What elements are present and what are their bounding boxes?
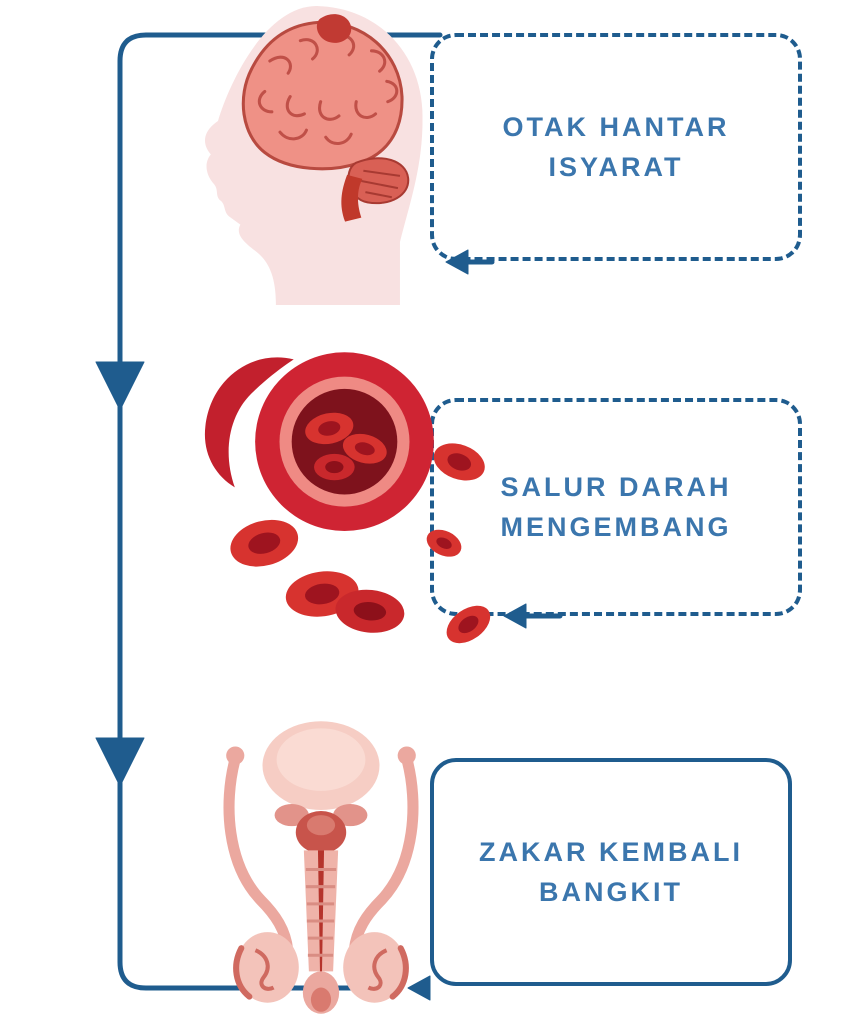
- reproductive-system-illustration: [205, 712, 437, 1017]
- pointer-arrow-icon: [407, 975, 431, 1001]
- testis-left-detail: [254, 948, 275, 991]
- duct-tip-right: [397, 746, 416, 765]
- column-ridges: [305, 868, 337, 957]
- red-blood-cell: [314, 453, 355, 481]
- vas-deferens-right: [348, 753, 419, 956]
- brain-illustration: [168, 0, 453, 305]
- pointer-arrow-icon: [445, 249, 469, 275]
- pointer-arrow-icon: [503, 603, 527, 629]
- step2-label-line1: SALUR DARAH: [500, 471, 732, 502]
- step1-label-box: OTAK HANTAR ISYARAT: [430, 33, 802, 261]
- step1-label-line2: ISYARAT: [548, 151, 684, 182]
- step2-label-line2: MENGEMBANG: [500, 511, 732, 542]
- step3-label-box: ZAKAR KEMBALI BANGKIT: [430, 758, 792, 986]
- step1-label-line1: OTAK HANTAR: [502, 111, 730, 142]
- brain-shape: [241, 20, 404, 171]
- vessel-tail: [204, 357, 294, 488]
- epididymis-right: [389, 945, 409, 1000]
- step2-label-box: SALUR DARAH MENGEMBANG: [430, 398, 802, 616]
- vas-deferens-left: [223, 753, 294, 956]
- epididymis-left: [233, 945, 253, 1000]
- cerebellum-lines: [361, 169, 401, 199]
- brain-highlight-spot: [316, 14, 352, 43]
- red-blood-cell: [446, 605, 491, 644]
- red-blood-cell: [426, 529, 462, 557]
- step3-label-line1: ZAKAR KEMBALI: [479, 836, 743, 867]
- prostate-highlight: [306, 815, 336, 836]
- down-arrow-icon: [95, 361, 145, 411]
- brain-gyri-lines: [257, 33, 399, 145]
- bladder-highlight: [276, 728, 366, 791]
- step3-label-line2: BANGKIT: [539, 876, 683, 907]
- testis-right-detail: [367, 948, 388, 991]
- red-blood-cell: [230, 519, 299, 567]
- red-blood-cell: [433, 443, 485, 481]
- red-blood-cell: [305, 412, 354, 445]
- red-blood-cell: [335, 589, 405, 633]
- flow-spine-line: [117, 32, 443, 991]
- down-arrow-icon: [95, 737, 145, 787]
- red-blood-cell: [342, 433, 387, 464]
- duct-tip-left: [226, 746, 245, 765]
- blood-vessel-illustration: [192, 335, 497, 660]
- brainstem-shape: [341, 174, 363, 222]
- glans-highlight: [310, 987, 332, 1012]
- urethra-canal: [317, 850, 325, 972]
